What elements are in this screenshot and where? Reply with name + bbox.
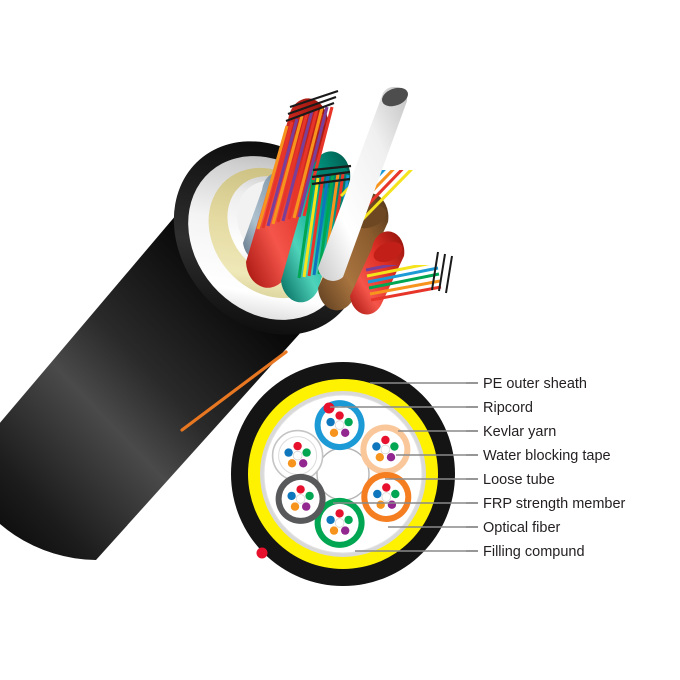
loose-tube-red2-face <box>373 241 403 263</box>
ripcord-strand-3d <box>180 350 288 432</box>
cs-loose-tube-green <box>314 497 365 548</box>
legend-item-ripcord: Ripcord <box>330 400 533 416</box>
legend-label: Optical fiber <box>483 520 561 536</box>
legend-label: Filling compund <box>483 544 585 560</box>
legend-item-filling-compound: Filling compund <box>355 544 585 560</box>
cs-ripcord-top <box>323 402 335 414</box>
cable-3d-render <box>0 86 453 560</box>
cs-loose-tube-peach <box>360 424 411 475</box>
legend-label: PE outer sheath <box>483 376 587 392</box>
legend-label: Loose tube <box>483 472 555 488</box>
legend-item-loose-tube: Loose tube <box>385 472 555 488</box>
fiber-bundle-b-bands <box>311 164 352 186</box>
legend-label: Ripcord <box>483 400 533 416</box>
legend-item-optical-fiber: Optical fiber <box>388 520 561 536</box>
optical-fiber-bundle-d <box>365 265 442 302</box>
cs-loose-tube-grey <box>275 473 326 524</box>
cs-loose-tube-orange <box>361 472 412 522</box>
cs-loose-tube-white <box>271 429 324 482</box>
legend-label: FRP strength member <box>483 496 626 512</box>
legend-item-outer-sheath: PE outer sheath <box>370 376 587 392</box>
frp-strength-rod-3d <box>318 86 408 281</box>
legend-item-frp-member: FRP strength member <box>333 496 626 512</box>
cs-loose-tubes <box>271 400 412 548</box>
frp-rod-tip <box>382 87 408 107</box>
cs-ripcord-bottom <box>256 547 268 559</box>
legend-label: Water blocking tape <box>483 448 611 464</box>
cross-section-diagram <box>231 362 455 586</box>
legend-item-water-blocking-tape: Water blocking tape <box>396 448 611 464</box>
cs-frp-strength-member <box>316 447 370 501</box>
optical-fiber-bundle-a <box>256 106 334 230</box>
fiber-bundle-d-bands <box>431 251 453 294</box>
legend-label: Kevlar yarn <box>483 424 556 440</box>
fiber-bundle-a-bands <box>285 89 339 123</box>
legend-item-kevlar-yarn: Kevlar yarn <box>398 424 556 440</box>
